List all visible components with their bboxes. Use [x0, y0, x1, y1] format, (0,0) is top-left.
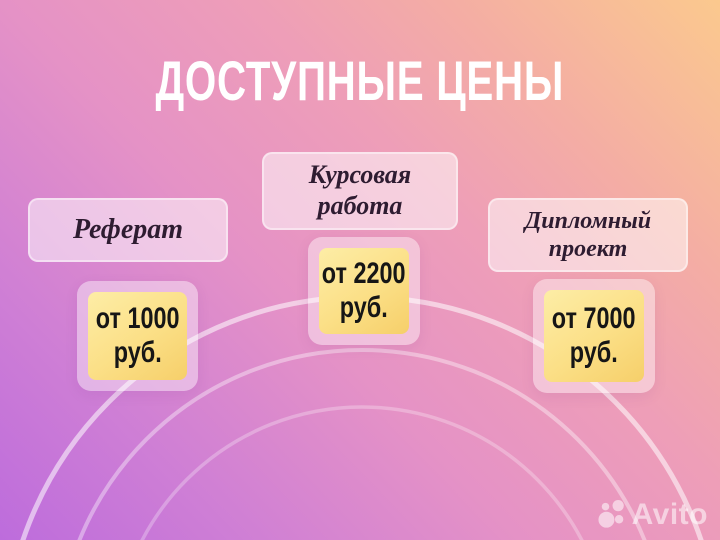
label-text-referat: Реферат — [72, 214, 184, 246]
label-text-kursovaya: Курсовая работа — [308, 160, 412, 220]
price-unit-referat: руб. — [113, 336, 162, 369]
price-unit-diplomny: руб. — [570, 336, 618, 369]
price-card-kursovaya: от 2200 руб. — [308, 237, 420, 345]
avito-brand-text: Avito — [631, 498, 708, 531]
avito-watermark: Avito — [597, 498, 708, 532]
price-box-kursovaya: от 2200 руб. — [319, 248, 409, 334]
price-value-referat: от 1000 — [95, 302, 180, 336]
avito-logo-icon — [598, 500, 624, 528]
price-card-diplomny: от 7000 руб. — [533, 279, 655, 393]
label-card-diplomny: Дипломный проект — [488, 198, 688, 272]
price-box-diplomny: от 7000 руб. — [544, 290, 644, 382]
page-title: ДОСТУПНЫЕ ЦЕНЫ — [0, 48, 720, 113]
price-card-referat: от 1000 руб. — [77, 281, 198, 391]
label-card-kursovaya: Курсовая работа — [262, 152, 458, 230]
price-value-kursovaya: от 2200 — [322, 257, 406, 291]
arc-inner — [140, 405, 584, 540]
label-card-referat: Реферат — [28, 198, 228, 262]
price-box-referat: от 1000 руб. — [88, 292, 187, 380]
label-text-diplomny: Дипломный проект — [524, 207, 652, 262]
page-title-text: ДОСТУПНЫЕ ЦЕНЫ — [155, 49, 565, 112]
price-value-diplomny: от 7000 — [552, 302, 636, 336]
price-unit-kursovaya: руб. — [340, 291, 388, 324]
